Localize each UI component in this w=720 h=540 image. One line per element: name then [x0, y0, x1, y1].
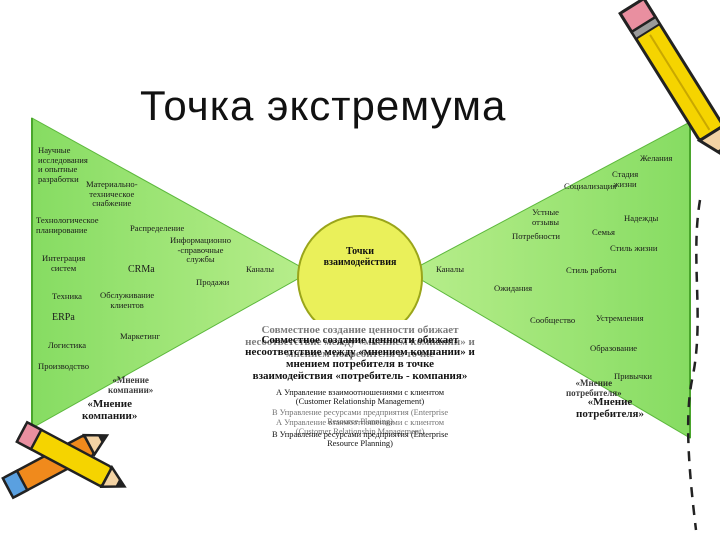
- right-item: Стиль жизни: [610, 243, 658, 253]
- left-item: Обслуживание клиентов: [100, 290, 155, 310]
- left-item: Каналы: [246, 264, 274, 274]
- left-item: ERPа: [52, 312, 75, 323]
- right-item: Сообщество: [530, 315, 576, 325]
- left-item: Материально- техническое снабжение: [86, 179, 138, 209]
- right-item: Социализация: [564, 181, 617, 191]
- left-item: Производство: [38, 361, 90, 371]
- left-item: Технологическое планирование: [36, 215, 99, 235]
- right-opinion: «Мнение потребителя»: [576, 396, 644, 420]
- explanation-box: Совместное создание ценности обижает нес…: [236, 320, 484, 448]
- page-title: Точка экстремума: [140, 82, 507, 129]
- right-item: Желания: [640, 153, 673, 163]
- left-opinion-ghost: «Мнение компании»: [108, 375, 154, 395]
- right-item: Стадия жизни: [612, 169, 639, 189]
- left-item: Логистика: [48, 340, 87, 350]
- right-item: Устные отзывы: [532, 207, 560, 227]
- right-item: Образование: [590, 343, 638, 353]
- explanation-line-a-repeat: А Управление взаимоотношениями с клиенто…: [275, 418, 445, 437]
- left-item: Техника: [52, 291, 82, 301]
- left-item: Интеграция систем: [42, 253, 86, 273]
- right-item: Потребности: [512, 231, 561, 241]
- left-item: Информационно -справочные службы: [170, 235, 232, 265]
- dashed-line-icon: [686, 199, 702, 531]
- explanation-line-b: В Управление ресурсами предприятия (Ente…: [271, 408, 449, 427]
- right-item: Привычки: [614, 371, 653, 381]
- right-item: Семья: [592, 227, 615, 237]
- left-item: Научные исследования и опытные разработк…: [38, 145, 88, 184]
- right-item: Устремления: [596, 313, 644, 323]
- right-opinion-ghost: «Мнение потребителя»: [566, 378, 622, 398]
- right-item: Надежды: [624, 213, 659, 223]
- left-item: Продажи: [196, 277, 230, 287]
- left-opinion: «Мнение компании»: [82, 398, 138, 422]
- explanation-heading: Совместное создание ценности обижает нес…: [245, 334, 475, 382]
- explanation-line-b-repeat: В Управление ресурсами предприятия (Ente…: [271, 430, 449, 449]
- left-item: Распределение: [130, 223, 185, 233]
- right-item: Ожидания: [494, 283, 533, 293]
- interaction-points-label: Точки взаимодействия: [323, 246, 397, 268]
- right-item: Каналы: [436, 264, 464, 274]
- left-item: CRMа: [128, 264, 155, 275]
- explanation-line-a: А Управление взаимоотношениями с клиенто…: [275, 388, 445, 407]
- right-item: Стиль работы: [566, 265, 617, 275]
- left-item: Маркетинг: [120, 331, 161, 341]
- explanation-heading-ghost: Совместное создание ценности обижает нес…: [245, 324, 475, 360]
